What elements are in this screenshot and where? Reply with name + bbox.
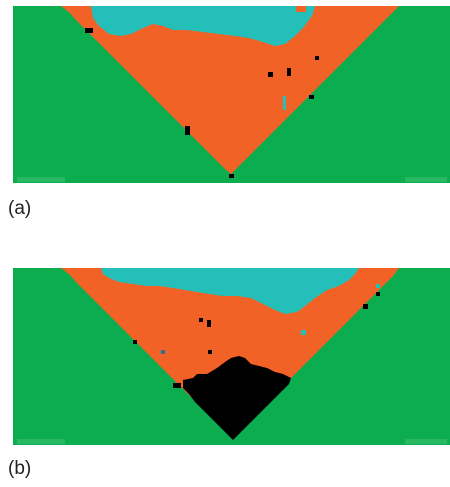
- panel-a-image: [13, 6, 450, 183]
- black-speck: [287, 68, 291, 76]
- orange-v-region: [61, 268, 399, 438]
- cyan-top-region: [101, 268, 359, 314]
- black-speck: [363, 304, 368, 309]
- orange-v-region: [61, 6, 399, 174]
- black-speck: [268, 72, 273, 77]
- cyan-top-region: [91, 6, 315, 46]
- corner-hatch: [405, 439, 447, 444]
- corner-hatch: [405, 177, 447, 182]
- black-speck: [207, 320, 211, 327]
- black-speck: [208, 350, 212, 354]
- corner-hatch: [17, 439, 65, 444]
- caption-b: (b): [8, 458, 32, 479]
- black-speck: [173, 383, 181, 388]
- cyan-speck: [301, 330, 306, 335]
- cyan-speck: [376, 284, 380, 288]
- black-speck: [229, 174, 234, 178]
- orange-gap: [296, 6, 306, 12]
- panel-b-image: [13, 268, 450, 445]
- black-speck: [309, 95, 314, 99]
- black-speck: [85, 28, 93, 33]
- black-speck: [376, 292, 380, 296]
- black-blob: [183, 356, 291, 440]
- panel-b: [13, 268, 450, 445]
- black-speck: [315, 56, 319, 60]
- panel-a: [13, 6, 450, 183]
- black-speck: [199, 318, 203, 322]
- caption-a: (a): [8, 198, 32, 219]
- corner-hatch: [17, 177, 65, 182]
- blue-speck: [161, 350, 165, 354]
- black-speck: [133, 340, 137, 344]
- black-speck: [185, 126, 190, 135]
- cyan-speck: [283, 96, 286, 110]
